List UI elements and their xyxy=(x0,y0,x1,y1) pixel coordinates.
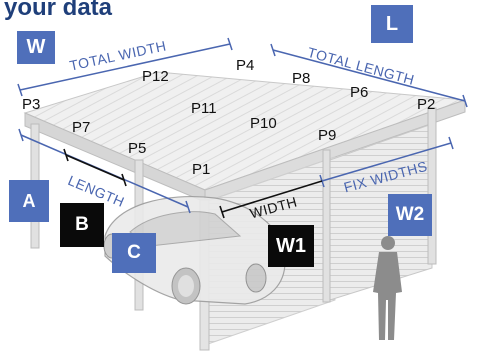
badge-l: L xyxy=(371,5,413,43)
page-title: your data xyxy=(4,0,113,21)
point-label-p9: P9 xyxy=(318,127,337,144)
point-label-p1: P1 xyxy=(192,161,211,178)
point-label-p8: P8 xyxy=(292,70,311,87)
total-width-line xyxy=(19,43,231,91)
badge-a: A xyxy=(9,180,49,222)
point-label-p5: P5 xyxy=(128,140,147,157)
dimension-lines xyxy=(17,37,468,214)
badge-w2: W2 xyxy=(388,194,432,236)
point-label-p3: P3 xyxy=(22,96,41,113)
badge-w1: W1 xyxy=(268,225,314,267)
post-inner xyxy=(322,149,331,303)
badge-b: B xyxy=(60,203,104,247)
width-line xyxy=(221,180,323,213)
point-label-p2: P2 xyxy=(417,96,436,113)
badge-w: W xyxy=(17,31,55,64)
point-label-p6: P6 xyxy=(350,84,369,101)
point-label-p12: P12 xyxy=(142,68,169,85)
point-label-p7: P7 xyxy=(72,119,91,136)
badge-c: C xyxy=(112,233,156,273)
bay-length-line xyxy=(65,154,125,181)
point-label-p10: P10 xyxy=(250,115,277,132)
car-silhouette xyxy=(103,195,286,305)
total-length-line xyxy=(272,49,466,102)
person-silhouette xyxy=(373,236,402,340)
point-label-p4: P4 xyxy=(236,57,255,74)
post-back-right xyxy=(427,107,437,265)
point-label-p11: P11 xyxy=(191,100,217,117)
dimension-lines-black xyxy=(63,148,323,219)
fix-widths-line xyxy=(321,142,452,182)
